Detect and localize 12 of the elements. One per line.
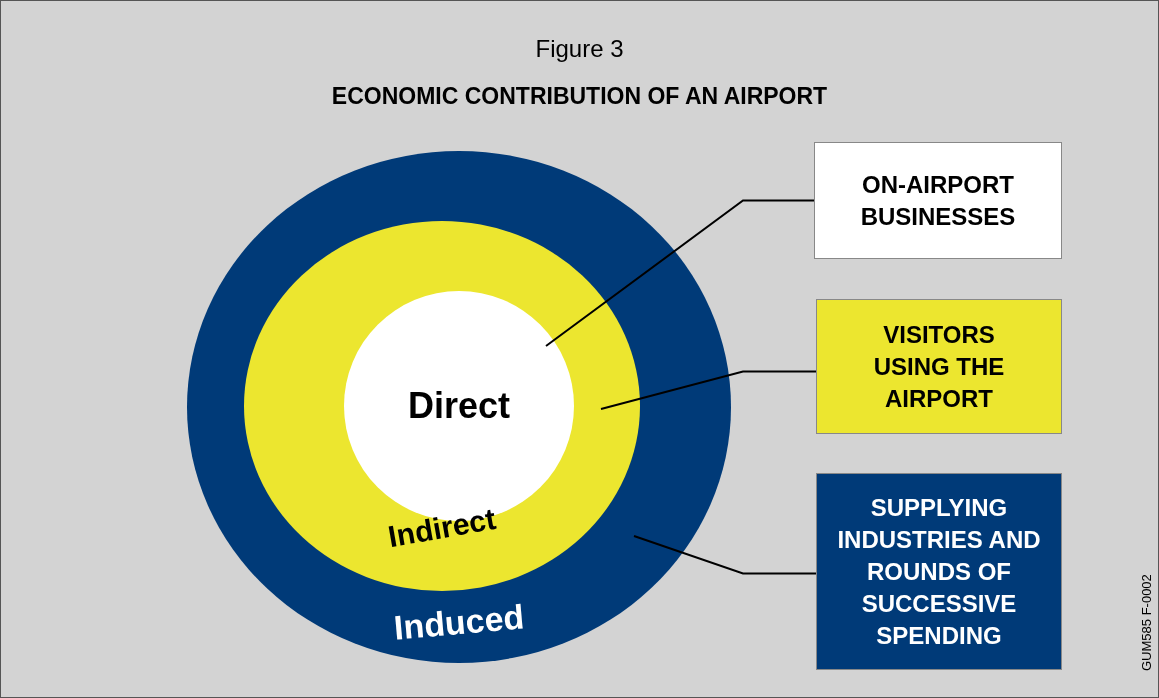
- ring-label: Induced: [391, 596, 527, 649]
- figure-code: GUM585 F-0002: [1139, 573, 1154, 671]
- leader-line: [600, 370, 817, 410]
- ring-label: Direct: [406, 385, 511, 427]
- leader-line: [545, 199, 815, 347]
- leader-line: [633, 535, 817, 575]
- category-box: VISITORS USING THE AIRPORT: [816, 299, 1062, 434]
- category-box: ON-AIRPORT BUSINESSES: [814, 142, 1062, 259]
- ring-label: Indirect: [384, 500, 500, 556]
- diagram-title: ECONOMIC CONTRIBUTION OF AN AIRPORT: [330, 83, 829, 110]
- category-box: SUPPLYING INDUSTRIES AND ROUNDS OF SUCCESSIVE SPENDING: [816, 473, 1062, 670]
- figure-number: Figure 3: [534, 35, 625, 63]
